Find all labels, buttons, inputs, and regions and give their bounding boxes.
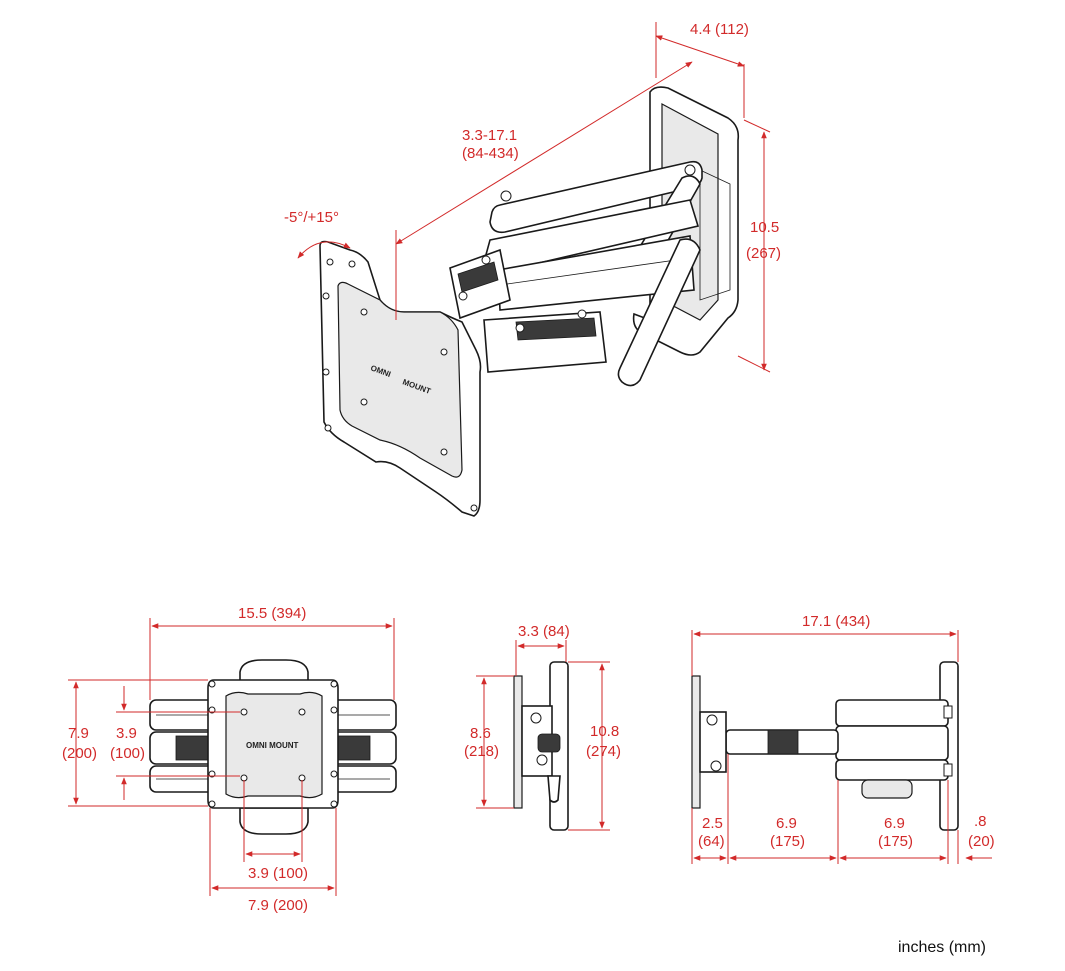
ext-seg3-in: 6.9 [884,815,905,832]
side-wall-height-in: 10.8 [590,723,619,740]
tilt-arc [297,241,351,259]
ext-arm-foot [861,779,913,799]
ext-tv-plate [691,675,701,809]
extended-view: 17.1 (434) 2.5 (64) 6.9 (175) 6.9 (175) … [691,613,995,864]
ext-arm-top [835,699,949,727]
height-ext-line-bottom [737,355,771,373]
height-label-in: 10.5 [750,219,779,236]
front-small-label: 3.9 (100) [248,865,308,882]
front-top-tab [239,659,309,683]
depth-label: 4.4 (112) [690,21,749,38]
front-brand: OMNI MOUNT [246,741,299,750]
height-ext-line-top [743,119,771,133]
extension-label-in: 3.3-17.1 [462,127,517,144]
front-height-inner-mm: (100) [110,745,145,762]
side-depth-label: 3.3 (84) [518,623,570,640]
side-tv-plate [513,675,523,809]
side-plate-height-mm: (218) [464,743,499,760]
extension-dim-line [395,61,693,245]
ext-seg1-in: 2.5 [702,815,723,832]
front-height-outer-in: 7.9 [68,725,89,742]
ext-total-label: 17.1 (434) [802,613,870,630]
depth-dim-line [655,35,745,67]
front-height-outer-mm: (200) [62,745,97,762]
ext-seg3-mm: (175) [878,833,913,850]
side-handle [547,775,561,803]
tv-plate-face [337,281,463,478]
ext-seg2-in: 6.9 [776,815,797,832]
units-note: inches (mm) [898,939,986,956]
ext-arm-bottom [835,759,949,781]
isometric-view: OMNI MOUNT 4.4 (112) 3.3-17.1 (84-434) -… [284,21,781,517]
ext-seg4-mm: (20) [968,833,995,850]
lower-diagonal-arm [617,238,701,387]
front-width-label: 15.5 (394) [238,605,306,622]
side-wall-height-mm: (274) [586,743,621,760]
ext-arm-middle [835,725,949,761]
front-bottom-tab [239,807,309,835]
tilt-label: -5°/+15° [284,209,339,226]
ext-seg4-in: .8 [974,813,987,830]
side-view: 3.3 (84) 8.6 (218) 10.8 (274) [464,623,621,831]
ext-seg2-mm: (175) [770,833,805,850]
front-large-label: 7.9 (200) [248,897,308,914]
side-plate-height-in: 8.6 [470,725,491,742]
extension-label-mm: (84-434) [462,145,519,162]
height-label-mm: (267) [746,245,781,262]
ext-seg1-mm: (64) [698,833,725,850]
front-view: OMNI MOUNT 15.5 (394) 7.9 (200) 3.9 (100… [62,605,397,914]
front-plate-face [225,691,323,799]
front-height-inner-in: 3.9 [116,725,137,742]
